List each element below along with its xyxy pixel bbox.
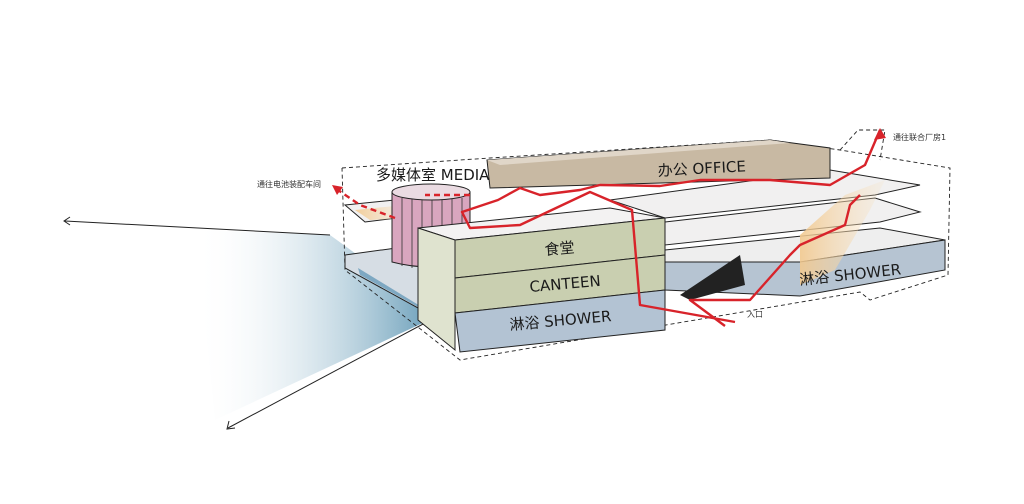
- arrow-up-icon: [874, 128, 886, 140]
- label-canteen-cn: 食堂: [544, 238, 575, 259]
- entrance-stair: [680, 255, 745, 300]
- canteen-block: [417, 207, 666, 353]
- right-block: [609, 169, 946, 300]
- shadow-wedge: [63, 216, 441, 430]
- sightline-bottom: [227, 314, 441, 429]
- office-volume: [486, 139, 831, 189]
- arrow-left-route-icon: [332, 185, 343, 195]
- label-media: 多媒体室 MEDIA: [376, 166, 490, 184]
- circulation-route: [332, 128, 886, 327]
- envelope-outline: [341, 129, 951, 361]
- label-office: 办公 OFFICE: [657, 157, 746, 180]
- label-entrance: 入口: [747, 310, 763, 319]
- arrow-down-icon: [226, 420, 236, 430]
- light-shaft: [800, 180, 885, 285]
- shower-front-volume: [454, 289, 666, 353]
- arrow-left-icon: [63, 216, 71, 226]
- label-to-joint-plant: 通往联合厂房1: [893, 132, 946, 142]
- label-to-battery-workshop: 通往电池装配车间: [257, 179, 321, 189]
- sightline-top: [64, 220, 331, 236]
